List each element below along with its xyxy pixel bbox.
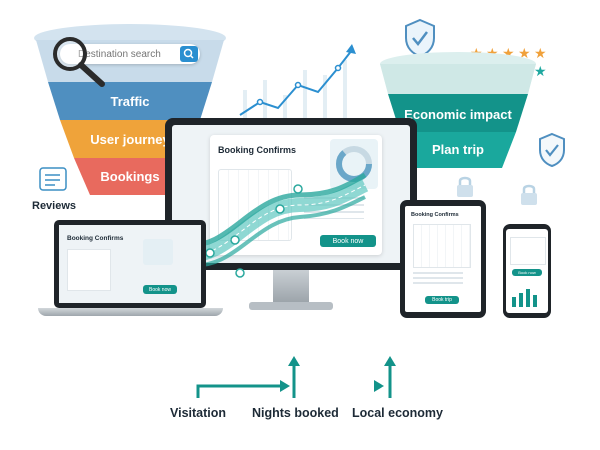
right-funnel: Economic impact Plan trip xyxy=(378,50,538,180)
funnel-band-economic-impact: Economic impact xyxy=(404,106,512,122)
booking-title: Booking Confirms xyxy=(218,145,296,155)
booking-title: Booking Confirms xyxy=(67,235,124,242)
laptop-screen: Booking Confirms Book now xyxy=(59,225,201,303)
tablet-screen: Booking Confirms Book trip xyxy=(405,206,481,312)
calendar-widget xyxy=(510,237,546,265)
flow-step-local-economy: Local economy xyxy=(352,406,443,420)
search-button[interactable] xyxy=(180,46,198,62)
book-now-button[interactable]: Book now xyxy=(320,235,376,247)
star-icon: ★ xyxy=(534,63,547,79)
background-trend-chart xyxy=(239,44,356,130)
star-icon: ★ xyxy=(534,45,547,61)
padlock-icon xyxy=(521,184,537,205)
calendar-widget xyxy=(67,249,111,291)
funnel-band-bookings: Bookings xyxy=(100,169,160,184)
funnel-band-plan-trip: Plan trip xyxy=(431,141,484,157)
destination-search-input[interactable] xyxy=(76,46,180,62)
padlock-icon xyxy=(457,176,473,197)
phone-device: Book now xyxy=(503,224,551,318)
flow-step-nights-booked: Nights booked xyxy=(252,406,339,420)
shield-check-icon xyxy=(405,18,435,58)
booking-form-lines xyxy=(413,272,463,286)
laptop-base xyxy=(38,308,223,316)
mini-bar-chart xyxy=(512,289,537,307)
flow-step-visitation: Visitation xyxy=(170,406,227,420)
reviews-label: Reviews xyxy=(32,200,77,212)
booking-title: Booking Confirms xyxy=(411,212,459,218)
funnel-band-traffic: Traffic xyxy=(110,93,150,109)
magnifier-icon xyxy=(53,37,105,87)
bottom-flow-arrows xyxy=(196,356,396,398)
laptop-device: Booking Confirms Book now xyxy=(38,220,223,320)
booking-chart-widget xyxy=(143,239,173,265)
shield-check-icon xyxy=(539,132,565,168)
right-funnel-shape xyxy=(380,52,536,168)
tablet-device: Booking Confirms Book trip xyxy=(400,200,486,318)
monitor-base xyxy=(249,302,333,310)
book-now-button[interactable]: Book now xyxy=(143,285,177,294)
book-trip-button[interactable]: Book trip xyxy=(425,296,459,304)
calendar-widget xyxy=(413,224,471,268)
phone-screen: Book now xyxy=(506,229,548,313)
monitor-stand xyxy=(273,270,309,304)
data-flow-ribbon xyxy=(184,172,369,278)
destination-search-bar[interactable] xyxy=(60,44,200,64)
funnel-band-user-journey: User journey xyxy=(90,131,170,147)
book-now-button[interactable]: Book now xyxy=(512,269,542,276)
reviews-document-icon xyxy=(39,167,67,191)
search-icon xyxy=(183,48,194,59)
star-icon: ★ xyxy=(518,45,531,61)
